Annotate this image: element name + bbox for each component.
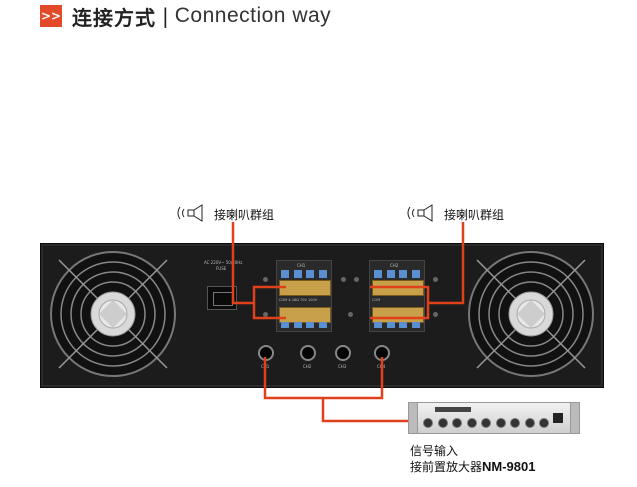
device-knob[interactable] [510,418,520,428]
speaker-group-label-text: 接喇叭群组 [444,208,505,222]
device-knob-row [423,418,549,428]
input-jack-label: CH2 [303,364,312,369]
input-jack-ch4[interactable] [374,345,390,361]
screw [263,312,268,317]
device-caption: 信号输入 接前置放大器NM-9801 [410,443,535,475]
right-cooling-fan [468,251,594,377]
speaker-icon [176,204,210,225]
brass-terminal-strip-bottom[interactable] [372,307,424,323]
input-jack-label: CH3 [338,364,347,369]
header-title-cn: 连接方式 [72,5,156,30]
device-caption-line1: 信号输入 [410,444,459,458]
device-caption-cn: 接前置放大器 [410,460,483,474]
brass-terminal-strip-top[interactable] [372,280,424,296]
device-knob[interactable] [437,418,448,428]
pre-amplifier-device [408,402,580,434]
device-knob[interactable] [466,418,477,428]
header-title-en: Connection way [174,4,332,27]
fuse-label: FUSE [216,266,227,271]
terminal-channel-label: CH2 [390,263,399,268]
device-knob[interactable] [452,418,462,428]
input-jack-ch1[interactable] [258,345,274,361]
screw [263,277,268,282]
terminal-impedance-label: COM 4-16Ω 70V 100V [279,298,318,302]
speaker-group-label-right: 接喇叭群组 [406,204,504,225]
screw [341,277,346,282]
terminal-row-top [374,270,420,278]
brass-terminal-strip-bottom[interactable] [279,307,331,323]
input-jack-label: CH4 [377,364,386,369]
device-knob[interactable] [495,418,506,428]
screw [354,277,359,282]
input-jack-label: CH1 [261,364,270,369]
device-knob[interactable] [481,418,491,428]
terminal-row-bottom [281,322,327,328]
device-knob[interactable] [423,418,433,428]
screw [348,312,353,317]
section-header: >> 连接方式 | Connection way [40,4,332,30]
terminal-row-bottom [374,322,420,328]
double-chevron-right-icon: >> [40,5,62,27]
screw [433,277,438,282]
device-knob[interactable] [524,418,535,428]
power-inlet[interactable] [207,286,237,310]
terminal-channel-label: CH1 [297,263,306,268]
input-jack-ch2[interactable] [300,345,316,361]
left-cooling-fan [50,251,176,377]
terminal-common-label: COM [372,298,381,302]
speaker-group-label-left: 接喇叭群组 [176,204,274,225]
rack-ear-right [570,403,579,433]
power-rating-label: AC 220V~ 50/60Hz [204,260,243,265]
device-knob[interactable] [539,418,549,428]
speaker-group-label-text: 接喇叭群组 [214,208,275,222]
brass-terminal-strip-top[interactable] [279,280,331,296]
rack-ear-left [409,403,418,433]
device-display [435,407,471,412]
device-caption-line2: 接前置放大器NM-9801 [410,459,535,475]
speaker-icon [406,204,440,225]
speaker-terminal-block-left: CH1 COM 4-16Ω 70V 100V [276,260,332,332]
speaker-terminal-block-right: CH2 COM [369,260,425,332]
screw [433,312,438,317]
amplifier-rear-panel: AC 220V~ 50/60Hz FUSE CH1 COM 4-16Ω 70V … [40,243,604,388]
device-power-switch[interactable] [553,413,563,423]
device-model: NM-9801 [482,459,536,474]
terminal-row-top [281,270,327,278]
input-wire-to-device [321,398,408,423]
header-separator: | [162,4,169,28]
input-jack-ch3[interactable] [335,345,351,361]
